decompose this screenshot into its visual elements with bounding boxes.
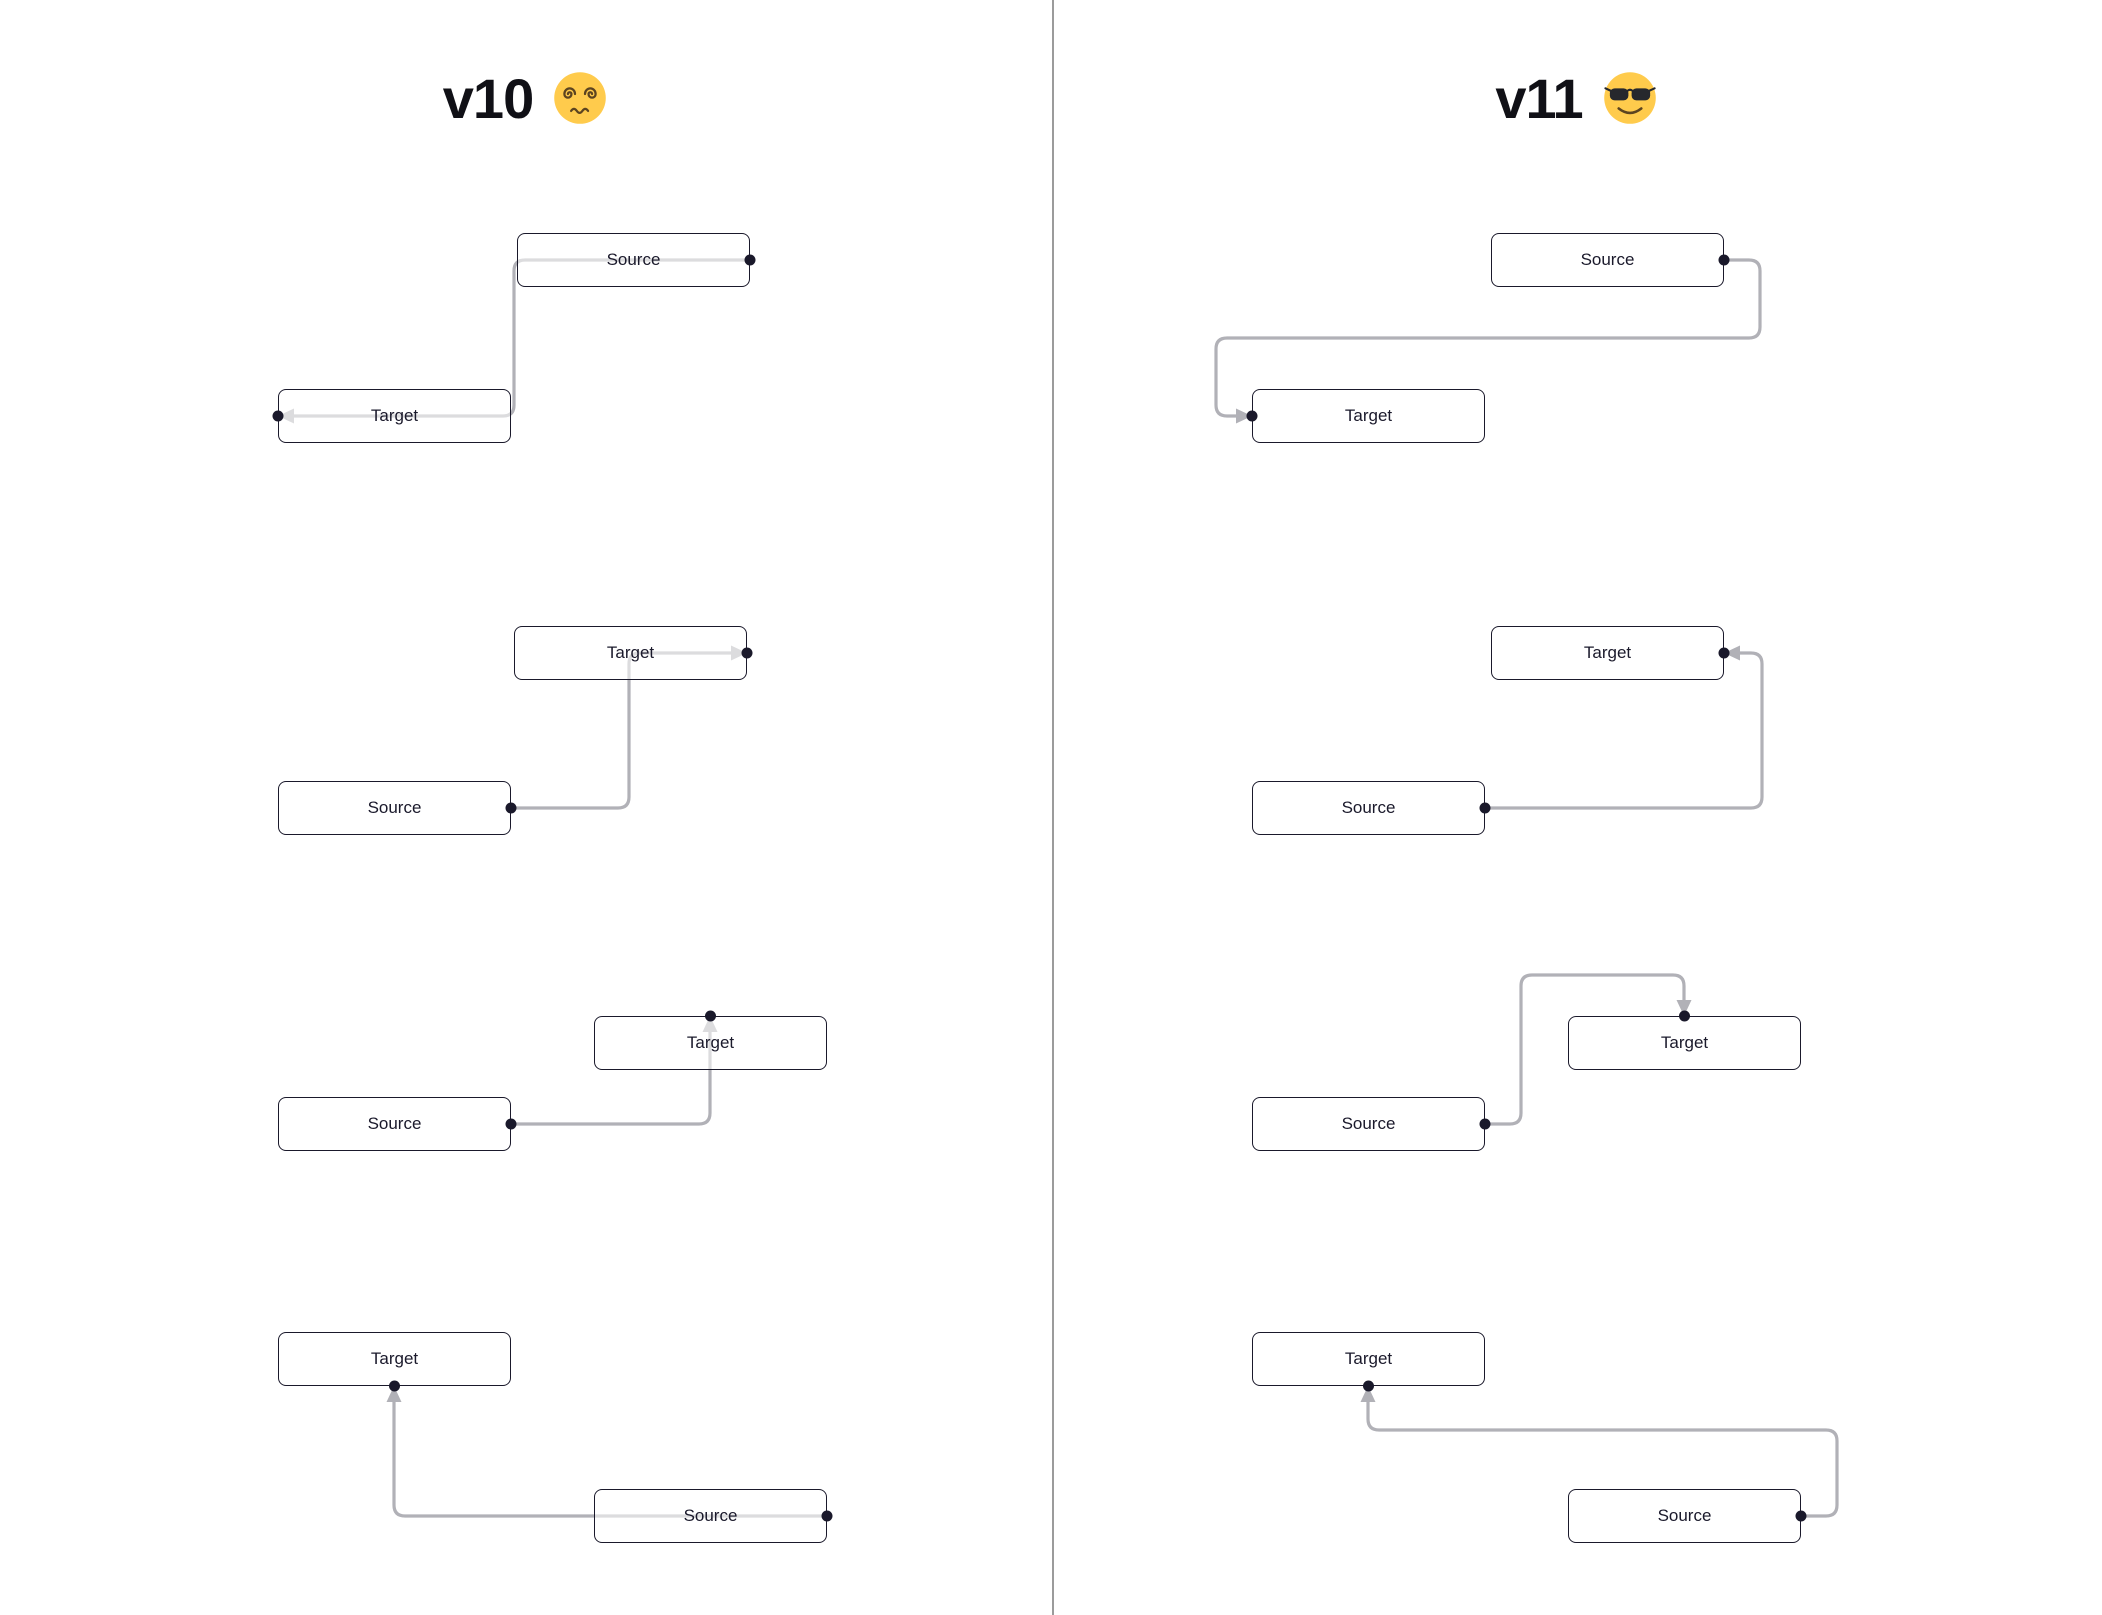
source-handle[interactable] xyxy=(505,802,517,814)
source-handle[interactable] xyxy=(744,254,756,266)
target-handle[interactable] xyxy=(741,647,753,659)
node-source[interactable]: Source xyxy=(594,1489,827,1543)
node-label: Target xyxy=(686,1033,735,1052)
node-source[interactable]: Source xyxy=(1252,1097,1485,1151)
edge-v10-4[interactable] xyxy=(392,1386,827,1518)
panel-title-v11: v11 xyxy=(1052,58,2102,138)
node-label: Source xyxy=(683,1506,738,1525)
node-label: Source xyxy=(1341,798,1396,817)
target-handle[interactable] xyxy=(389,1380,400,1392)
node-label: Source xyxy=(367,1114,422,1133)
source-handle[interactable] xyxy=(1479,802,1491,814)
node-label: Source xyxy=(606,250,661,269)
node-label: Source xyxy=(367,798,422,817)
node-label: Source xyxy=(1341,1114,1396,1133)
sunglasses-face-emoji-icon xyxy=(1603,72,1656,124)
node-target[interactable]: Target xyxy=(1568,1016,1801,1070)
edge-v11-3[interactable] xyxy=(1485,973,1686,1126)
column-divider xyxy=(1052,0,1054,1615)
node-target[interactable]: Target xyxy=(514,626,747,680)
target-handle[interactable] xyxy=(705,1010,716,1022)
node-label: Source xyxy=(1580,250,1635,269)
node-source[interactable]: Source xyxy=(1252,781,1485,835)
edge-v10-3[interactable] xyxy=(511,1016,712,1126)
target-handle[interactable] xyxy=(1718,647,1730,659)
source-handle[interactable] xyxy=(821,1510,833,1522)
edge-v11-4[interactable] xyxy=(1366,1386,1839,1518)
node-target[interactable]: Target xyxy=(1491,626,1724,680)
target-handle[interactable] xyxy=(272,410,284,422)
node-source[interactable]: Source xyxy=(517,233,750,287)
node-label: Target xyxy=(1583,643,1632,662)
node-label: Source xyxy=(1657,1506,1712,1525)
node-target[interactable]: Target xyxy=(594,1016,827,1070)
node-target[interactable]: Target xyxy=(1252,389,1485,443)
target-handle[interactable] xyxy=(1246,410,1258,422)
node-label: Target xyxy=(1660,1033,1709,1052)
source-handle[interactable] xyxy=(505,1118,517,1130)
node-source[interactable]: Source xyxy=(1491,233,1724,287)
node-source[interactable]: Source xyxy=(278,1097,511,1151)
node-label: Target xyxy=(1344,1349,1393,1368)
node-label: Target xyxy=(370,1349,419,1368)
node-label: Target xyxy=(606,643,655,662)
node-label: Target xyxy=(370,406,419,425)
panel-title-v10: v10 xyxy=(0,58,1052,138)
node-target[interactable]: Target xyxy=(278,389,511,443)
source-handle[interactable] xyxy=(1795,1510,1807,1522)
edge-v11-1[interactable] xyxy=(1214,258,1762,418)
version-label-v10: v10 xyxy=(442,66,534,130)
edge-v11-2[interactable] xyxy=(1485,651,1764,810)
node-label: Target xyxy=(1344,406,1393,425)
target-handle[interactable] xyxy=(1363,1380,1374,1392)
dizzy-face-emoji-icon xyxy=(554,72,606,124)
source-handle[interactable] xyxy=(1718,254,1730,266)
version-label-v11: v11 xyxy=(1495,66,1583,130)
target-handle[interactable] xyxy=(1679,1010,1690,1022)
node-target[interactable]: Target xyxy=(278,1332,511,1386)
node-source[interactable]: Source xyxy=(278,781,511,835)
node-target[interactable]: Target xyxy=(1252,1332,1485,1386)
source-handle[interactable] xyxy=(1479,1118,1491,1130)
node-source[interactable]: Source xyxy=(1568,1489,1801,1543)
